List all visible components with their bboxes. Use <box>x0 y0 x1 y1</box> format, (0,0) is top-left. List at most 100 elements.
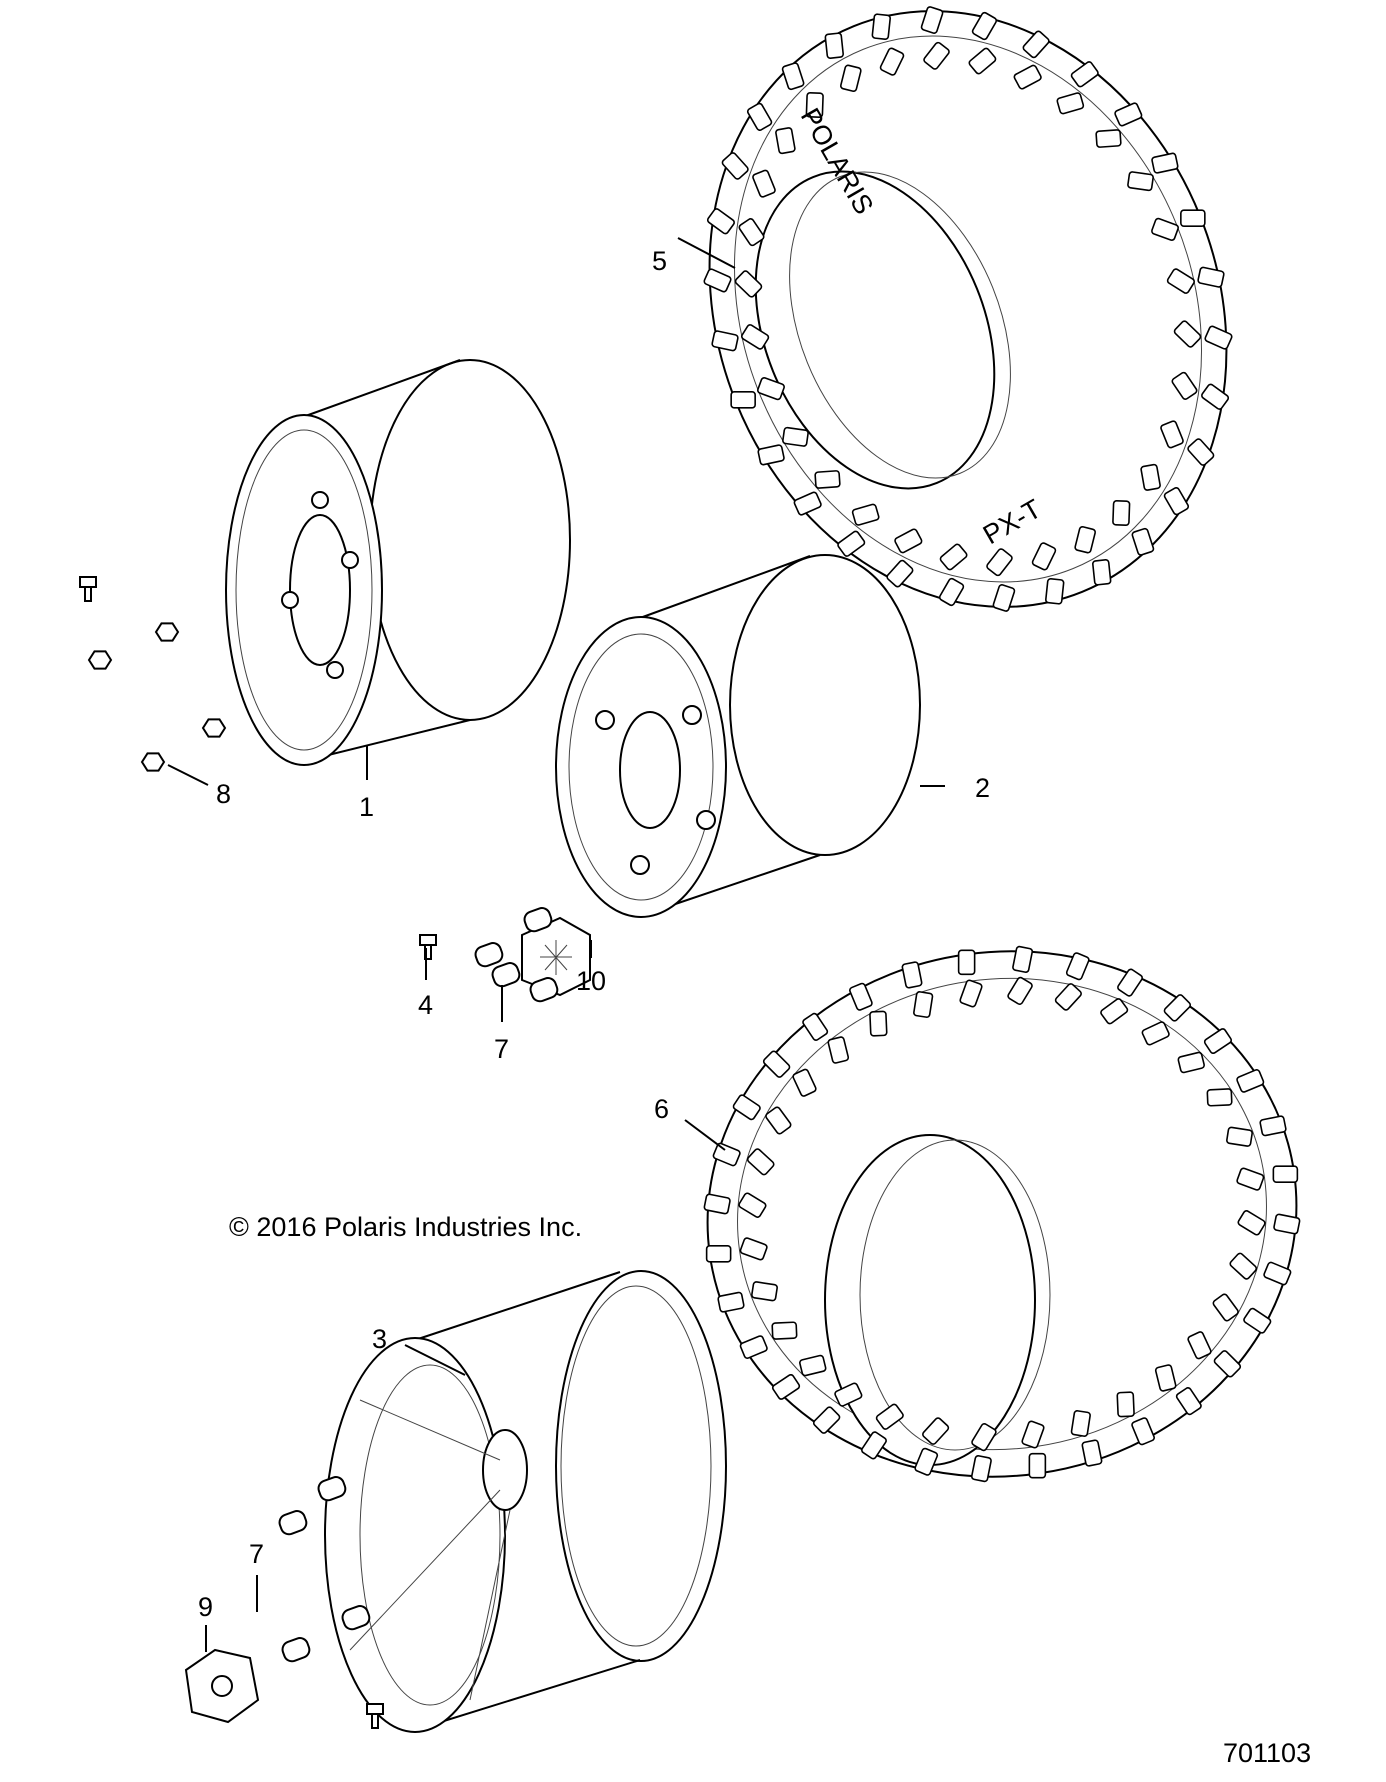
callout-10: 10 <box>576 966 606 996</box>
tread-block <box>781 62 805 91</box>
tread-block <box>871 13 891 40</box>
tread-block <box>1226 1126 1253 1147</box>
tread-block <box>1131 1417 1155 1446</box>
tread-block <box>1243 1307 1272 1334</box>
tread-block <box>1074 525 1097 554</box>
tread-block <box>939 543 968 571</box>
tread-block <box>793 491 822 516</box>
center-cap-10 <box>521 916 591 997</box>
tread-block <box>1117 968 1143 997</box>
tread-block <box>711 330 739 352</box>
tread-block <box>738 218 765 247</box>
valve-stem-icon <box>79 576 97 602</box>
tread-block <box>1212 1293 1239 1322</box>
tread-block <box>730 391 756 409</box>
tread-block <box>1012 945 1034 974</box>
callout-9: 9 <box>198 1592 213 1622</box>
tread-block <box>849 982 873 1011</box>
tread-block <box>1021 1420 1045 1449</box>
tread-block <box>1201 383 1230 410</box>
tread-block <box>894 528 923 554</box>
tread-block <box>751 1281 778 1302</box>
tread-block <box>1054 983 1082 1011</box>
tread-block <box>741 324 770 350</box>
tread-block <box>1114 102 1143 127</box>
tread-block <box>1180 209 1206 227</box>
tread-block <box>717 1291 745 1313</box>
tread-block <box>886 559 914 588</box>
tread-block <box>1263 1261 1292 1286</box>
diagram-number: 701103 <box>1223 1738 1311 1768</box>
tread-block <box>869 1010 888 1037</box>
wheel-rear-3 <box>324 1270 727 1733</box>
tread-block <box>1177 1051 1205 1074</box>
tread-block <box>1095 129 1122 148</box>
tread-block <box>1236 1167 1265 1191</box>
tread-block <box>812 1406 841 1434</box>
lug-nut-cap-icon <box>281 1637 311 1663</box>
lug-nut-cap-icon <box>474 942 504 968</box>
tread-block <box>1031 542 1057 571</box>
lug-nut-cap-icon <box>529 977 559 1003</box>
tread-block <box>1007 976 1033 1005</box>
tread-block <box>922 1417 950 1445</box>
lug-nut-icon <box>87 650 113 670</box>
tread-block <box>879 47 905 76</box>
tread-block <box>1141 1021 1170 1046</box>
tread-block <box>752 169 776 198</box>
lug-nut-icon <box>140 752 166 772</box>
valve-stem-icon <box>419 934 437 960</box>
tread-block <box>1175 1387 1202 1416</box>
tread-block <box>1236 1069 1265 1093</box>
tread-block <box>1229 1252 1258 1280</box>
lug-nut-cap-icon <box>278 1510 308 1536</box>
lug-nut-icon <box>201 718 227 738</box>
tread-block <box>734 270 763 298</box>
callout-7-rear: 7 <box>249 1539 264 1569</box>
tread-block <box>834 1382 863 1407</box>
tread-block <box>1022 30 1050 59</box>
tread-block <box>875 1403 904 1430</box>
tread-block <box>1173 320 1202 348</box>
tread-block <box>746 102 773 131</box>
wheel-front-1 <box>225 359 571 766</box>
tread-block <box>703 1193 731 1215</box>
tread-block <box>1204 325 1233 350</box>
tread-block <box>775 127 796 155</box>
tread-block <box>739 1237 768 1261</box>
tread-block <box>971 11 998 41</box>
tread-block <box>1056 92 1085 115</box>
tread-block <box>1237 1210 1266 1236</box>
tread-block <box>1028 1452 1047 1479</box>
tread-block <box>1171 371 1198 400</box>
tread-block <box>814 470 841 489</box>
tread-block <box>771 1321 798 1340</box>
tread-block <box>805 92 824 118</box>
tread-block <box>1272 1165 1299 1183</box>
lug-nut-cap-icon <box>491 962 521 988</box>
tread-block <box>1092 559 1112 586</box>
tread-block <box>1197 266 1225 288</box>
lug-nut-cap-icon <box>341 1605 371 1631</box>
callout-1: 1 <box>359 792 374 822</box>
tread-block <box>1203 1028 1233 1055</box>
tread-block <box>1273 1213 1301 1235</box>
tread-block <box>1163 487 1190 516</box>
valve-stem-icon <box>366 1703 384 1729</box>
tread-block <box>920 6 944 34</box>
tread-block <box>824 32 844 59</box>
hardware-group <box>79 576 559 1729</box>
tread-block <box>1116 1391 1135 1418</box>
tread-block <box>762 1050 791 1078</box>
tread-block <box>1213 1350 1242 1378</box>
tread-block <box>1163 994 1192 1022</box>
lug-nut-icon <box>154 622 180 642</box>
tread-block <box>959 979 983 1008</box>
tread-block <box>1081 1439 1103 1467</box>
tread-block <box>1070 1410 1091 1437</box>
tread-block <box>732 1094 761 1121</box>
tread-block <box>992 584 1016 612</box>
tread-block <box>721 152 749 180</box>
tread-block <box>1187 1331 1212 1360</box>
